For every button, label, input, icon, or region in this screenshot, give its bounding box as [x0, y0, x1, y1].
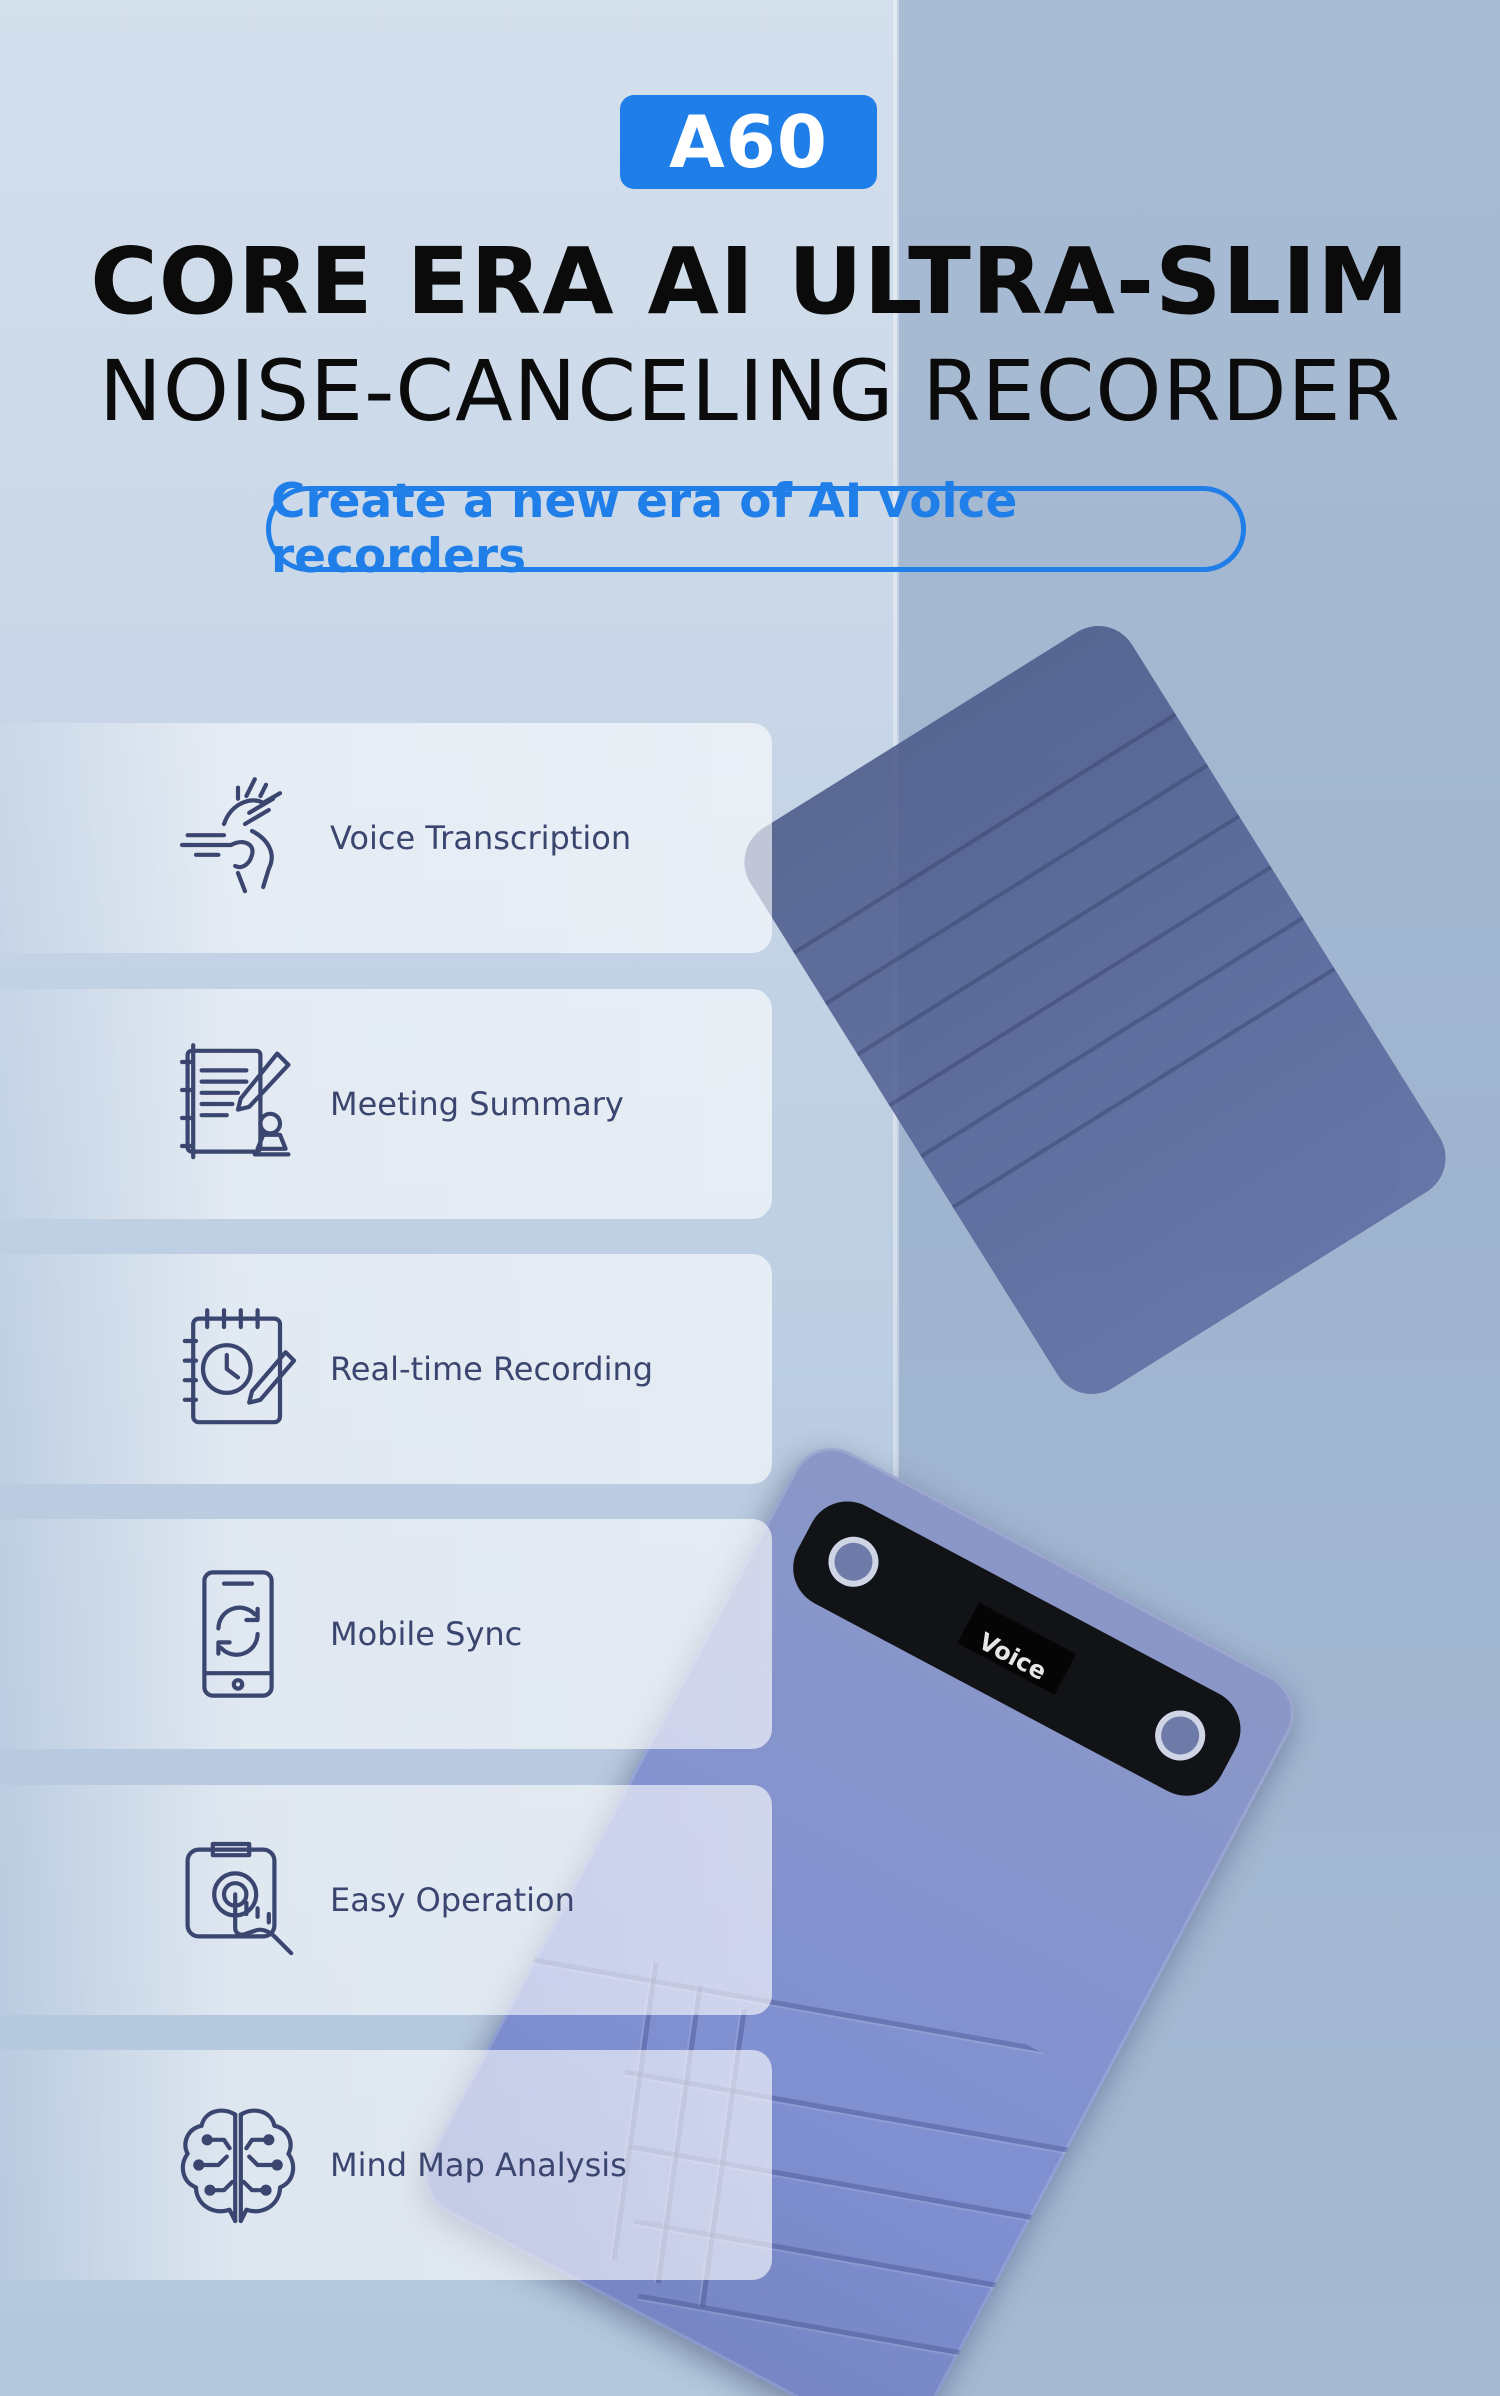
- feature-card: Real-time Recording: [0, 1254, 772, 1484]
- device-button-right: [1146, 1701, 1214, 1770]
- feature-card: Meeting Summary: [0, 989, 772, 1219]
- panel-divider: [893, 0, 899, 2396]
- feature-label: Real-time Recording: [330, 1350, 654, 1388]
- phone-sync-icon: [168, 1564, 308, 1704]
- device-display: Voice: [957, 1602, 1077, 1695]
- feature-label: Mind Map Analysis: [330, 2146, 627, 2184]
- clock-notepad-icon: [168, 1299, 308, 1439]
- document-pen-icon: [168, 1034, 308, 1174]
- model-badge: A60: [620, 95, 877, 189]
- feature-card: Mind Map Analysis: [0, 2050, 772, 2280]
- hand-gesture-icon: [168, 768, 308, 908]
- headline-primary: CORE ERA AI ULTRA-SLIM: [90, 228, 1410, 335]
- headline-secondary: NOISE-CANCELING RECORDER: [98, 342, 1401, 440]
- feature-card: Easy Operation: [0, 1785, 772, 2015]
- model-name: A60: [669, 100, 828, 184]
- feature-label: Voice Transcription: [330, 819, 632, 857]
- tagline-pill: Create a new era of AI voice recorders: [266, 474, 1246, 584]
- feature-label: Meeting Summary: [330, 1085, 624, 1123]
- brain-icon: [168, 2095, 308, 2235]
- feature-card: Mobile Sync: [0, 1519, 772, 1749]
- touch-finger-icon: [168, 1830, 308, 1970]
- device-button-left: [819, 1527, 888, 1596]
- tagline-text: Create a new era of AI voice recorders: [271, 474, 1018, 584]
- feature-label: Easy Operation: [330, 1881, 575, 1919]
- feature-card: Voice Transcription: [0, 723, 772, 953]
- feature-label: Mobile Sync: [330, 1615, 523, 1653]
